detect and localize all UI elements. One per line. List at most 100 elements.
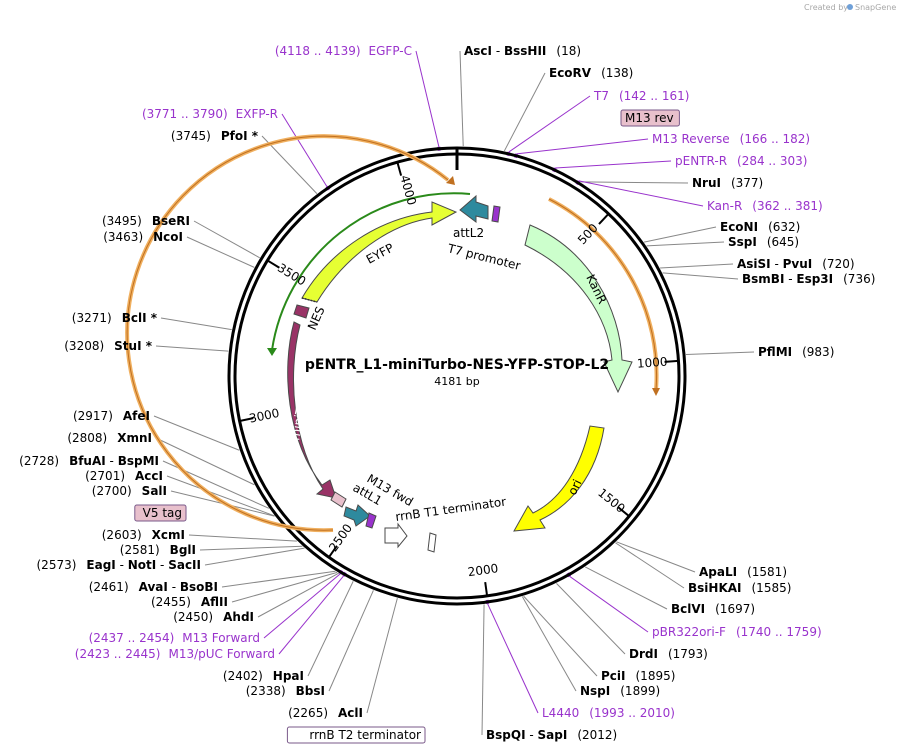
attl1-arrow: [343, 504, 371, 527]
attl2-arrow: [459, 194, 489, 223]
leader-lines: [153, 50, 755, 736]
primer-name: EXFP-R: [236, 107, 278, 121]
site-label-rrnb-t2-terminator: rrnB T2 terminator: [309, 728, 421, 742]
leader-acci: [166, 475, 275, 517]
primer-name: T7: [593, 89, 609, 103]
enzyme-name: Esp3I: [796, 272, 833, 286]
enzyme-name: AhdI: [223, 610, 254, 624]
site-label-bclvi: BclVI(1697): [671, 602, 755, 616]
orange-arc-left-inner: [126, 135, 449, 531]
site-label-avai-bsobi: (2461)AvaI - BsoBI: [89, 580, 218, 594]
site-position: (2603): [102, 528, 142, 542]
enzyme-name: PflMI: [758, 345, 792, 359]
enzyme-name: HpaI: [273, 669, 304, 683]
site-position: (377): [731, 176, 763, 190]
site-label-bseri: (3495)BseRI: [102, 214, 190, 228]
leader-nspi: [521, 596, 577, 692]
rrnb-t2-block: [427, 532, 437, 553]
boxed-label-text: V5 tag: [143, 506, 182, 520]
primer-range: (2437 .. 2454): [89, 631, 175, 645]
site-label-afei: (2917)AfeI: [73, 409, 150, 423]
eyfp-arrow: [301, 201, 458, 303]
enzyme-sep: -: [156, 558, 168, 572]
enzyme-sep: -: [116, 558, 128, 572]
leader-asisi-pvui: [660, 263, 734, 269]
enzyme-name: ApaLI: [699, 565, 737, 579]
boxed-label-v5-tag: [134, 504, 187, 522]
site-position: (138): [601, 66, 633, 80]
site-label-t7: T7(142 .. 161): [593, 89, 689, 103]
site-position: (18): [556, 44, 581, 58]
enzyme-star: *: [248, 129, 259, 143]
primer-name: M13/pUC Forward: [168, 647, 275, 661]
leader-bsmbi-esp3i: [662, 272, 739, 280]
site-label-ecorv: EcoRV(138): [549, 66, 633, 80]
tick-label-3000: 3000: [248, 406, 281, 426]
boxed-label-rrnb-t2-terminator: [286, 726, 426, 744]
leader-acli: [366, 598, 398, 714]
enzyme-name: BbsI: [296, 684, 325, 698]
site-label-l4440: L4440(1993 .. 2010): [542, 706, 675, 720]
site-label-aflii: (2455)AflII: [151, 595, 228, 609]
tick-label-2500: 2500: [326, 521, 355, 554]
miniturbo-arrow: [287, 321, 337, 499]
tick-label-1000: 1000: [637, 355, 668, 371]
tick-mark-3500: [266, 259, 280, 269]
enzyme-name: AfeI: [123, 409, 150, 423]
enzyme-name: XcmI: [152, 528, 185, 542]
enzyme-name: AflII: [201, 595, 228, 609]
site-label-m13-rev: M13 rev: [625, 111, 674, 125]
enzyme-name: BclVI: [671, 602, 705, 616]
leader-bseri: [193, 220, 260, 259]
kanr-arrow: [524, 224, 633, 394]
leader-t7: [508, 95, 591, 153]
credit-prefix: Created by: [804, 3, 848, 12]
leader-pfoi: [261, 135, 318, 194]
site-position: (645): [767, 235, 799, 249]
site-position: (2701): [85, 469, 125, 483]
snapgene-logo-icon: [847, 4, 853, 10]
v5-tag-block: [330, 491, 347, 508]
tick-mark-3000: [239, 417, 254, 422]
site-label-nspi: NspI(1899): [580, 684, 660, 698]
leader-sspi: [646, 241, 725, 247]
site-position: (1895): [636, 669, 676, 683]
leader-l4440: [487, 603, 539, 714]
orange-arrow-head: [446, 176, 455, 185]
site-label-xcmi: (2603) XcmI: [102, 528, 185, 542]
site-label-sspi: SspI(645): [728, 235, 799, 249]
enzyme-name: AvaI: [139, 580, 168, 594]
primer-range: (284 .. 303): [737, 154, 807, 168]
tick-mark-500: [598, 213, 610, 225]
leader-bspqi-sapi: [481, 604, 485, 736]
site-position: (1899): [620, 684, 660, 698]
enzyme-name: BsmBI: [742, 272, 784, 286]
site-position: (2450): [173, 610, 213, 624]
leader-xcmi: [188, 534, 297, 542]
leader-egfp-c: [415, 50, 440, 147]
site-label-pflmi: PflMI(983): [758, 345, 834, 359]
site-label-bfuai-bspmi: (2728)BfuAI - BspMI: [19, 454, 159, 468]
site-label-eagi-noti-sacii: (2573)EagI - NotI - SacII: [37, 558, 202, 572]
eyfp-tail: [301, 297, 318, 303]
leader-pcii: [523, 595, 598, 677]
site-position: (1793): [668, 647, 708, 661]
site-position: (1585): [752, 581, 792, 595]
site-label-sali: (2700)SalI: [92, 484, 167, 498]
site-label-pfoi: (3745)PfoI *: [171, 129, 259, 143]
leader-pbr322ori-f: [569, 576, 649, 633]
enzyme-name: BspMI: [118, 454, 159, 468]
enzyme-name: BclI: [122, 311, 147, 325]
site-position: (736): [843, 272, 875, 286]
orange-arrow-head-kan: [652, 388, 660, 396]
leader-bclvi: [584, 566, 668, 610]
credit-brand: SnapGene: [855, 3, 896, 12]
enzyme-name: EagI: [86, 558, 115, 572]
leader-xmni: [155, 437, 255, 486]
primer-name: M13 Forward: [182, 631, 260, 645]
site-label-xmni: (2808)XmnI: [67, 431, 152, 445]
leader-ahdi: [257, 572, 339, 618]
tick-mark-2000: [484, 581, 489, 597]
site-label-bsihkai: BsiHKAI(1585): [688, 581, 791, 595]
enzyme-name: SalI: [142, 484, 167, 498]
